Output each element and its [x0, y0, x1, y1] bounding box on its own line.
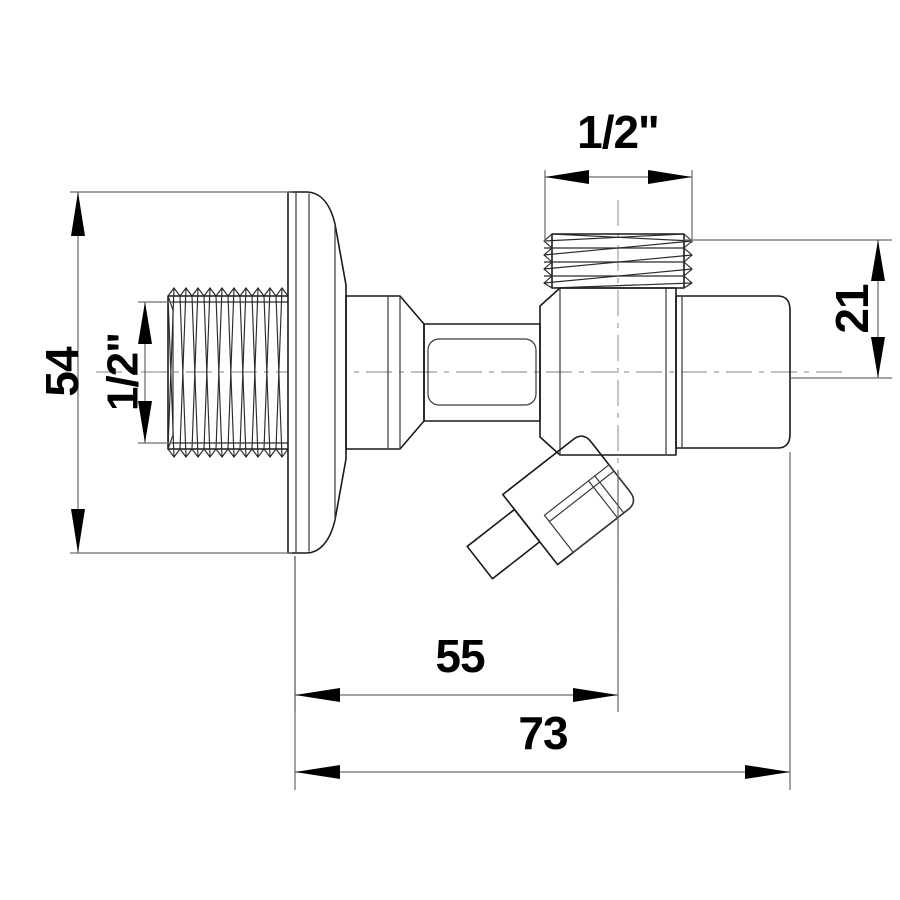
dimension-arrow — [545, 170, 589, 184]
dimension-arrow — [71, 192, 85, 236]
wall-flange — [287, 191, 347, 554]
dimension-arrow — [138, 302, 152, 344]
dimension-arrow — [71, 509, 85, 553]
valve-body-group — [167, 191, 791, 580]
dimension-label-54: 54 — [36, 346, 88, 397]
dimension-arrow — [871, 337, 885, 378]
dimension-inlet-thread: 1/2" — [99, 301, 172, 444]
dimension-label-outlet-thread: 1/2" — [577, 106, 659, 158]
dimension-arrow — [573, 688, 618, 702]
dimension-arrow — [138, 401, 152, 443]
dimension-label-21: 21 — [826, 284, 878, 334]
angled-handle — [466, 435, 635, 580]
dimension-body-length: 55 — [294, 470, 619, 712]
dimension-label-73: 73 — [518, 707, 567, 759]
dimension-overall-length: 73 — [294, 452, 791, 790]
outlet-male-thread — [543, 233, 693, 289]
dimension-overall-height: 54 — [36, 191, 292, 554]
thread-flanks — [167, 287, 293, 458]
end-cap — [675, 295, 791, 449]
dimension-arrow — [745, 765, 790, 779]
dimension-arrow — [648, 170, 692, 184]
dimension-outlet-thread: 1/2" — [544, 106, 693, 243]
inlet-male-thread — [167, 287, 293, 458]
dimension-arrow — [295, 688, 340, 702]
dimension-label-55: 55 — [435, 630, 485, 682]
dimension-arrow — [295, 765, 340, 779]
dimension-label-inlet-thread: 1/2" — [99, 333, 148, 411]
outlet-thread-flanks — [543, 233, 693, 289]
dimension-arrow — [871, 240, 885, 281]
dimension-outlet-height: 21 — [684, 239, 892, 379]
